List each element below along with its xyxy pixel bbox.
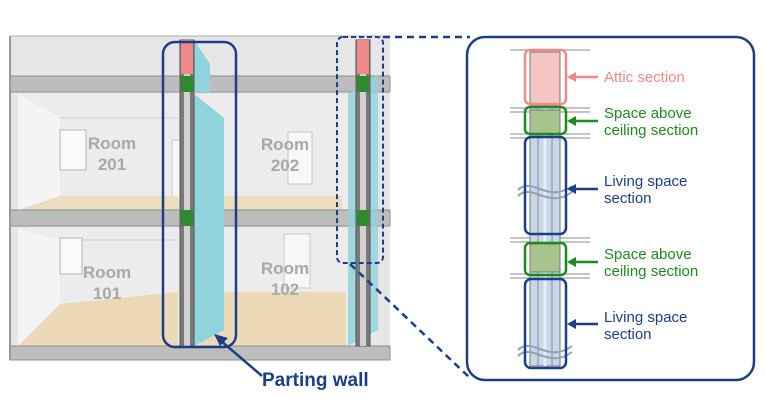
room-label-number: 101 — [92, 284, 122, 303]
room-label-number: 102 — [270, 280, 300, 299]
ceiling-segment — [181, 76, 193, 92]
attic-segment — [181, 40, 193, 74]
ceiling-section-box-upper — [523, 105, 568, 136]
detail-attic-fill — [529, 51, 561, 107]
ceiling-section-label-upper: Space above ceiling section — [604, 105, 698, 139]
door — [287, 131, 313, 185]
living-upper-line1: Living space — [604, 173, 688, 190]
room-102-label: Room 102 — [250, 258, 320, 300]
wall-column-core — [184, 40, 190, 346]
ceiling-arrowhead-upper — [567, 116, 576, 126]
detail-callout-box — [336, 36, 384, 264]
living-lower-line2: section — [604, 326, 652, 343]
attic-section-box — [523, 48, 568, 106]
caption-pointer-line — [219, 339, 263, 377]
living-upper-line2: section — [604, 190, 652, 207]
room-label-word: Room — [87, 134, 137, 153]
ceiling-lower-line1: Space above — [604, 246, 692, 263]
window — [59, 129, 87, 171]
living-section-label-lower: Living space section — [604, 309, 687, 343]
building-cutaway — [9, 35, 391, 377]
room-101-label: Room 101 — [72, 262, 142, 304]
ceiling-upper-line1: Space above — [604, 105, 692, 122]
floor-101 — [18, 292, 178, 346]
ceiling-segment — [357, 76, 369, 92]
parting-wall-column-left — [179, 39, 195, 347]
ceiling-segment — [357, 210, 369, 226]
room-label-word: Room — [260, 135, 310, 154]
wall-column-core — [360, 40, 366, 346]
attic-label-line1: Attic section — [604, 69, 685, 86]
side-wall-201 — [18, 94, 60, 210]
ceiling-arrowhead-lower — [567, 257, 576, 267]
ceiling-segment — [181, 210, 193, 226]
attic-section-label: Attic section — [604, 69, 685, 86]
living-section-box-lower — [523, 277, 568, 370]
room-202-label: Room 202 — [250, 134, 320, 176]
detail-ceiling-fill — [529, 109, 561, 135]
attic-arrowhead — [567, 72, 576, 82]
ceiling-lower-line2: ceiling section — [604, 263, 699, 280]
parting-wall-caption: Parting wall — [262, 370, 369, 391]
parting-wall-column-right — [355, 39, 371, 347]
living-section-box-upper — [523, 135, 568, 236]
attic-segment — [357, 40, 369, 74]
parting-wall-face-attic — [194, 40, 210, 92]
parting-wall-highlight — [161, 40, 238, 349]
room-label-number: 201 — [97, 155, 127, 174]
room-201-label: Room 201 — [77, 133, 147, 175]
living-arrowhead-upper — [567, 184, 576, 194]
living-lower-line1: Living space — [604, 309, 688, 326]
room-label-number: 202 — [270, 156, 300, 175]
side-wall-101 — [18, 228, 60, 346]
floor-201 — [18, 196, 178, 210]
door — [283, 233, 311, 289]
room-label-word: Room — [260, 259, 310, 278]
room-label-word: Room — [82, 263, 132, 282]
parting-wall-face — [194, 94, 224, 346]
living-section-label-upper: Living space section — [604, 173, 687, 207]
ceiling-upper-line2: ceiling section — [604, 122, 699, 139]
window — [59, 237, 83, 275]
detail-ceiling-fill — [529, 243, 561, 273]
detail-panel — [465, 35, 756, 382]
ceiling-section-box-lower — [523, 241, 568, 277]
caption-pointer-arrowhead — [214, 334, 228, 346]
room-202-interior — [200, 94, 350, 210]
leader-line-bottom — [349, 263, 471, 379]
ceiling-section-label-lower: Space above ceiling section — [604, 246, 698, 280]
living-arrowhead-lower — [567, 319, 576, 329]
